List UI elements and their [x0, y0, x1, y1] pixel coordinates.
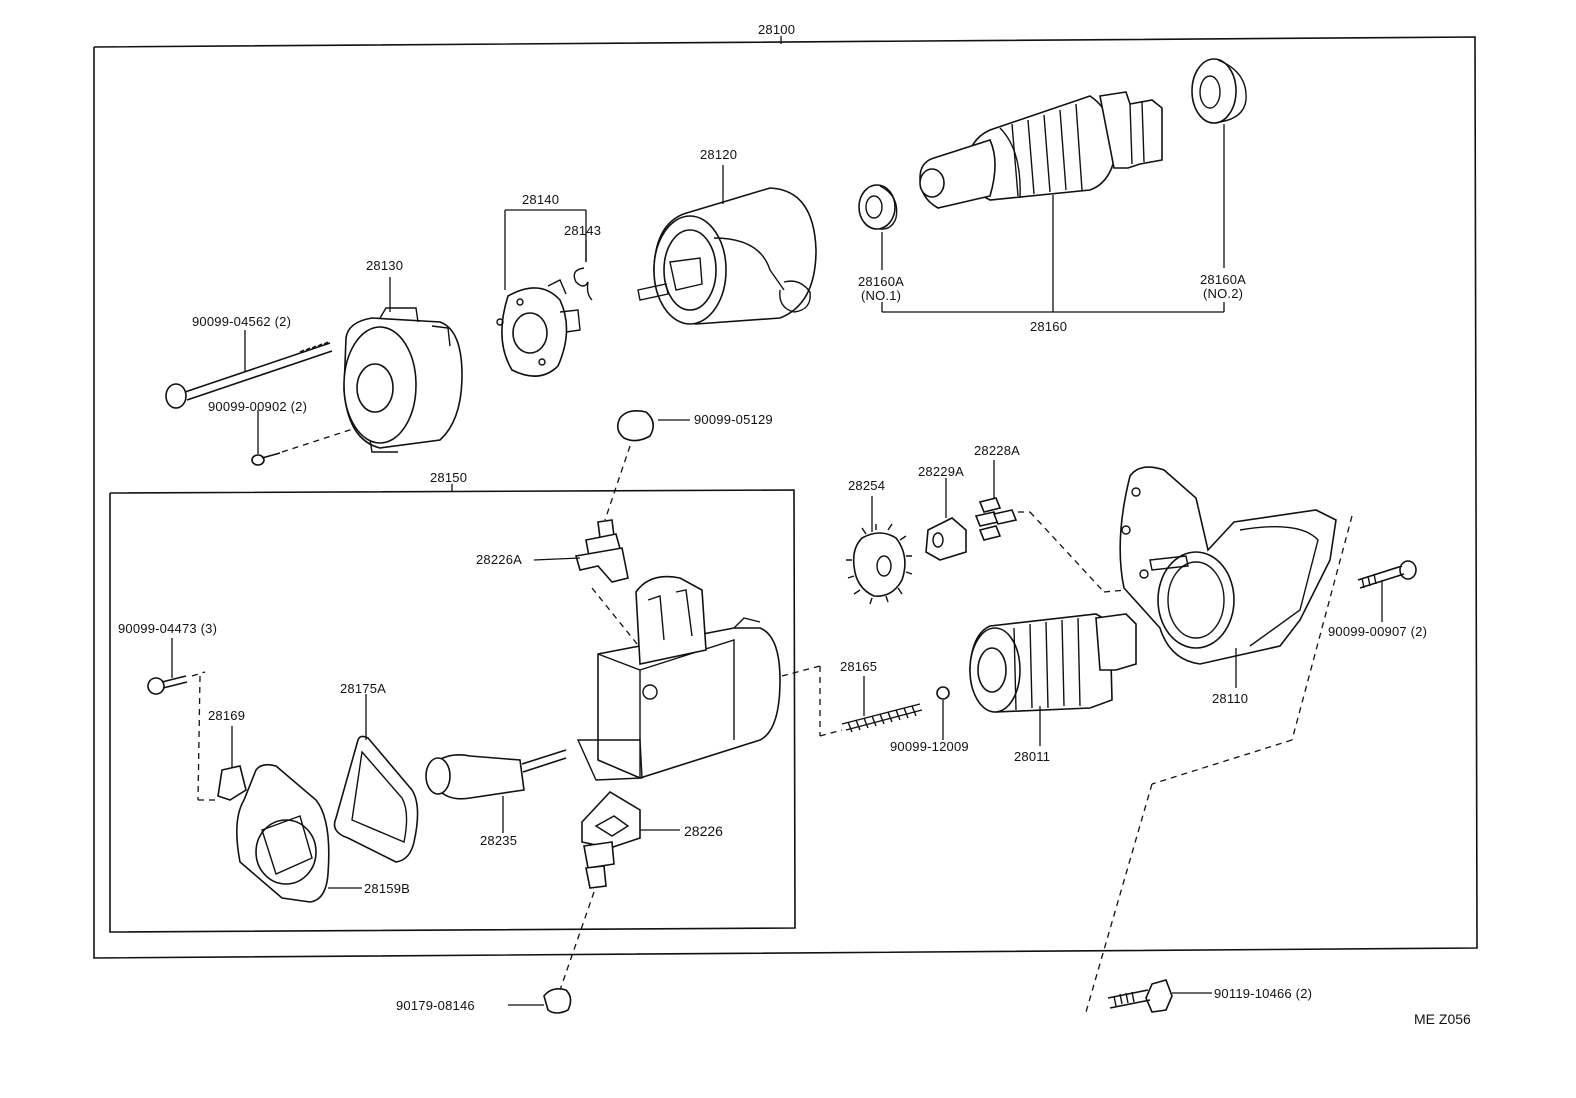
through-bolt-90099-04562: [165, 330, 333, 409]
brush-spring-28143: [573, 240, 593, 301]
label-28226: 28226: [684, 823, 723, 839]
brush-holder-28140: [496, 209, 587, 377]
label-28160a-no2-sub: (NO.2): [1203, 286, 1243, 301]
terminal-kit-28226a: [533, 519, 651, 661]
label-28160: 28160: [1030, 319, 1067, 334]
switch-cover-28159b: [236, 763, 362, 903]
label-90119-10466: 90119-10466 (2): [1214, 986, 1312, 1001]
label-28100: 28100: [758, 22, 795, 37]
subassembly-frame-28150: [109, 484, 796, 933]
terminal-kit-28226: [559, 790, 680, 991]
label-28150: 28150: [430, 470, 467, 485]
label-90099-04473: 90099-04473 (3): [118, 621, 217, 636]
label-28254: 28254: [848, 478, 885, 493]
label-28165: 28165: [840, 659, 877, 674]
label-28130: 28130: [366, 258, 403, 273]
starter-clutch-28011: [969, 613, 1137, 746]
terminal-cap-90099-05129: [604, 410, 690, 521]
bearing-28160a-no1: [858, 184, 898, 270]
retainer-28229a: [925, 478, 967, 561]
label-28140: 28140: [522, 192, 559, 207]
cap-90179-08146: [508, 988, 572, 1014]
rollers-28228a: [974, 460, 1149, 593]
label-28120: 28120: [700, 147, 737, 162]
steel-ball-90099-12009: [936, 686, 950, 740]
bolt-90099-04473: [147, 638, 218, 801]
label-28159b: 28159B: [364, 881, 410, 896]
drawing-code: ME Z056: [1414, 1011, 1471, 1027]
bolt-90119-10466: [1107, 979, 1212, 1013]
armature-group-bracket: [881, 302, 1225, 313]
clip-28169: [217, 726, 247, 801]
drive-housing-28110: [1119, 466, 1337, 688]
label-28228a: 28228A: [974, 443, 1020, 458]
label-90099-00902: 90099-00902 (2): [208, 399, 307, 414]
label-28235: 28235: [480, 833, 517, 848]
spring-28165: [841, 676, 923, 733]
label-28229a: 28229A: [918, 464, 964, 479]
label-90099-00907: 90099-00907 (2): [1328, 624, 1427, 639]
magnetic-switch-housing: [576, 575, 781, 781]
label-90099-04562: 90099-04562 (2): [192, 314, 291, 329]
screw-90099-00902: [251, 410, 357, 466]
label-28226a: 28226A: [476, 552, 522, 567]
housing-bolt-dash-leader: [1085, 515, 1353, 1013]
spring-dash-leader: [781, 665, 843, 737]
label-28160a-no1-sub: (NO.1): [861, 288, 901, 303]
label-90099-05129: 90099-05129: [694, 412, 773, 427]
idler-gear-28254: [846, 496, 913, 605]
label-28160a-no2: 28160A: [1200, 272, 1246, 287]
gasket-28175a: [333, 694, 419, 863]
label-28160a-no1: 28160A: [858, 274, 904, 289]
label-28110: 28110: [1212, 691, 1248, 706]
label-90099-12009: 90099-12009: [890, 739, 969, 754]
label-28175a: 28175A: [340, 681, 386, 696]
bearing-28160a-no2: [1191, 58, 1247, 268]
commutator-end-frame-28130: [343, 277, 463, 453]
armature-28160: [919, 91, 1163, 312]
assembly-frame-28100: [93, 36, 1478, 959]
bolt-90099-00907: [1357, 560, 1417, 622]
label-28169: 28169: [208, 708, 245, 723]
label-28143: 28143: [564, 223, 601, 238]
field-yoke-28120: [637, 165, 817, 325]
plunger-28235: [425, 749, 567, 833]
label-90179-08146: 90179-08146: [396, 998, 475, 1013]
label-28011: 28011: [1014, 749, 1050, 764]
